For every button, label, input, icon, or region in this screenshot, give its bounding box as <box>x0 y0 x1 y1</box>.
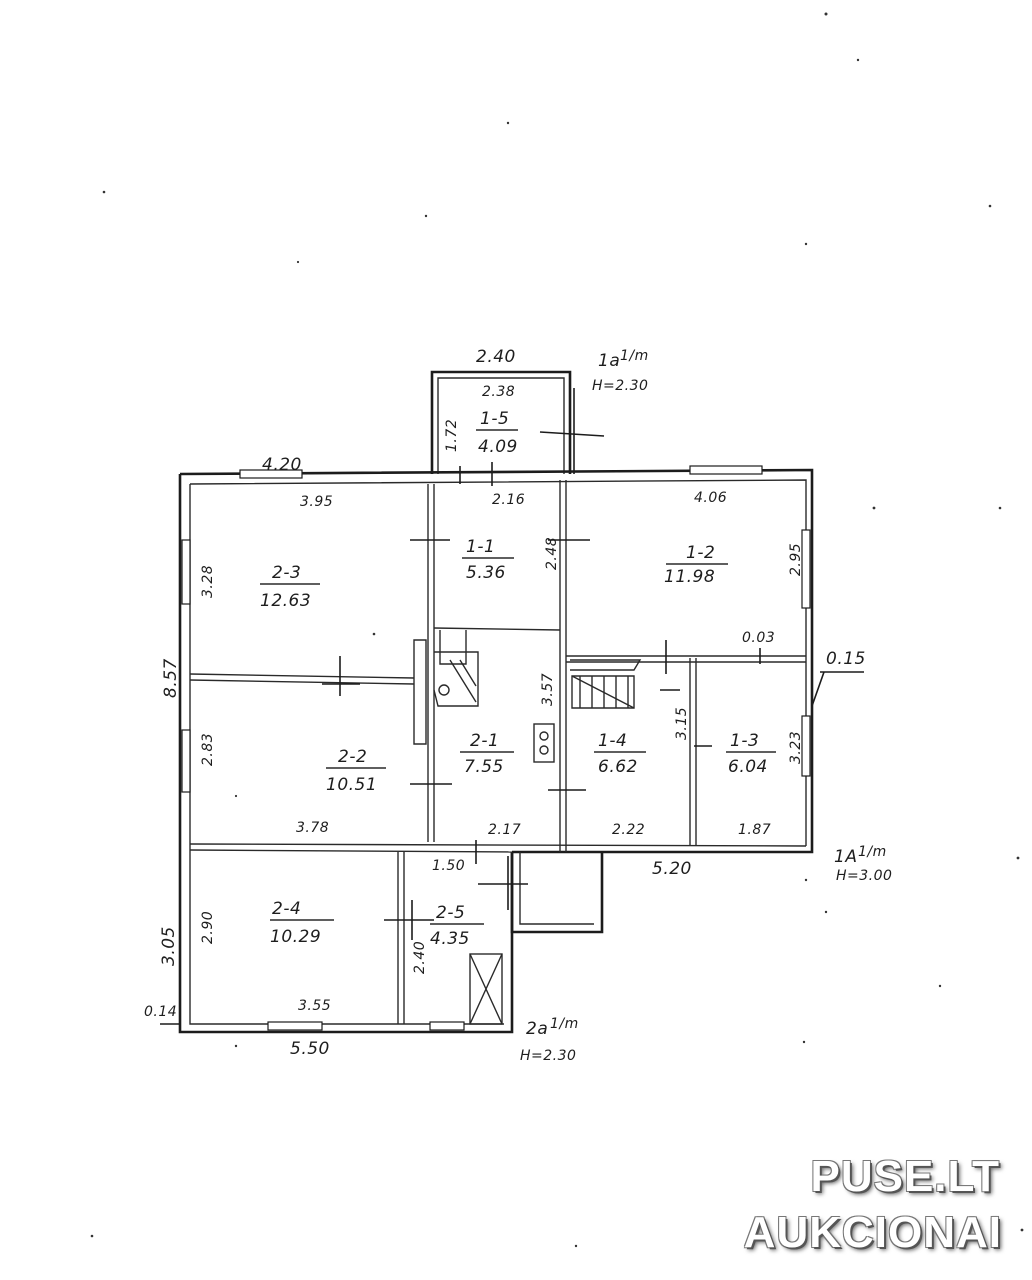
dim-2-16: 2.16 <box>492 492 525 508</box>
dim-3-15: 3.15 <box>674 707 690 740</box>
annex-1A-fraction: 1/m <box>858 844 887 860</box>
annex-2a-code: 2a <box>526 1019 548 1039</box>
room-2-1-area: 7.55 <box>464 757 504 777</box>
dimension-labels: 2.40 2.38 1.72 4.20 3.95 2.16 4.06 3.28 … <box>144 347 866 1059</box>
dim-2-40-side: 2.40 <box>412 941 428 974</box>
dim-2-83: 2.83 <box>200 733 216 766</box>
dim-0-15: 0.15 <box>826 649 866 669</box>
room-2-1-id: 2-1 <box>470 731 499 751</box>
dimension-ticks <box>160 388 864 1025</box>
dim-5-50: 5.50 <box>290 1039 330 1059</box>
room-2-2-area: 10.51 <box>326 775 377 795</box>
room-1-5-area: 4.09 <box>478 437 518 457</box>
dim-3-05: 3.05 <box>159 926 179 966</box>
annex-2a-height: H=2.30 <box>520 1048 576 1064</box>
annex-1A-code: 1A <box>834 847 857 867</box>
dim-2-40-top: 2.40 <box>476 347 516 367</box>
dim-2-17: 2.17 <box>488 822 521 838</box>
room-1-5-id: 1-5 <box>480 409 509 429</box>
watermark-line-1: PUSE.LT <box>810 1152 1000 1201</box>
room-2-5-id: 2-5 <box>436 903 465 923</box>
dim-2-48: 2.48 <box>544 537 560 570</box>
room-2-5-area: 4.35 <box>430 929 470 949</box>
dim-3-28: 3.28 <box>200 565 216 598</box>
room-2-2-id: 2-2 <box>338 747 367 767</box>
annex-1A-height: H=3.00 <box>836 868 892 884</box>
dim-3-23: 3.23 <box>788 731 804 764</box>
room-1-2-area: 11.98 <box>664 567 715 587</box>
room-1-4-area: 6.62 <box>598 757 638 777</box>
windows <box>181 465 811 1031</box>
annex-1a-fraction: 1/m <box>620 348 649 364</box>
dim-1-87: 1.87 <box>738 822 771 838</box>
annex-1a-height: H=2.30 <box>592 378 648 394</box>
dim-3-57: 3.57 <box>540 673 556 706</box>
dim-4-20: 4.20 <box>262 455 302 475</box>
dim-3-78: 3.78 <box>296 820 329 836</box>
dim-2-95: 2.95 <box>788 543 804 576</box>
annex-marks: 1a 1/m H=2.30 1A 1/m H=3.00 2a 1/m H=2.3… <box>520 348 892 1064</box>
room-2-4-area: 10.29 <box>270 927 321 947</box>
room-1-4-id: 1-4 <box>598 731 627 751</box>
dim-0-14: 0.14 <box>144 1004 177 1020</box>
dim-3-95: 3.95 <box>300 494 333 510</box>
annex-1a-code: 1a <box>598 351 620 371</box>
dim-0-03: 0.03 <box>742 630 775 646</box>
room-2-3-id: 2-3 <box>272 563 301 583</box>
dim-2-22: 2.22 <box>612 822 645 838</box>
dim-1-50: 1.50 <box>432 858 465 874</box>
room-labels: 1-5 4.09 1-1 5.36 1-2 11.98 2-3 12.63 2-… <box>260 409 776 949</box>
dim-2-90: 2.90 <box>200 911 216 944</box>
watermark-line-2: AUKCIONAI <box>743 1208 1002 1257</box>
room-1-3-id: 1-3 <box>730 731 759 751</box>
room-1-1-id: 1-1 <box>466 537 495 557</box>
dim-4-06: 4.06 <box>694 490 727 506</box>
dim-8-57: 8.57 <box>161 658 181 698</box>
annex-2a-fraction: 1/m <box>550 1016 579 1032</box>
dim-1-72: 1.72 <box>444 419 460 452</box>
room-1-1-area: 5.36 <box>466 563 506 583</box>
dim-3-55: 3.55 <box>298 998 331 1014</box>
scan-specks <box>90 12 1024 1248</box>
dim-5-20: 5.20 <box>652 859 692 879</box>
room-1-3-area: 6.04 <box>728 757 768 777</box>
room-1-2-id: 1-2 <box>686 543 715 563</box>
dim-2-38: 2.38 <box>482 384 515 400</box>
room-2-3-area: 12.63 <box>260 591 311 611</box>
room-2-4-id: 2-4 <box>272 899 301 919</box>
